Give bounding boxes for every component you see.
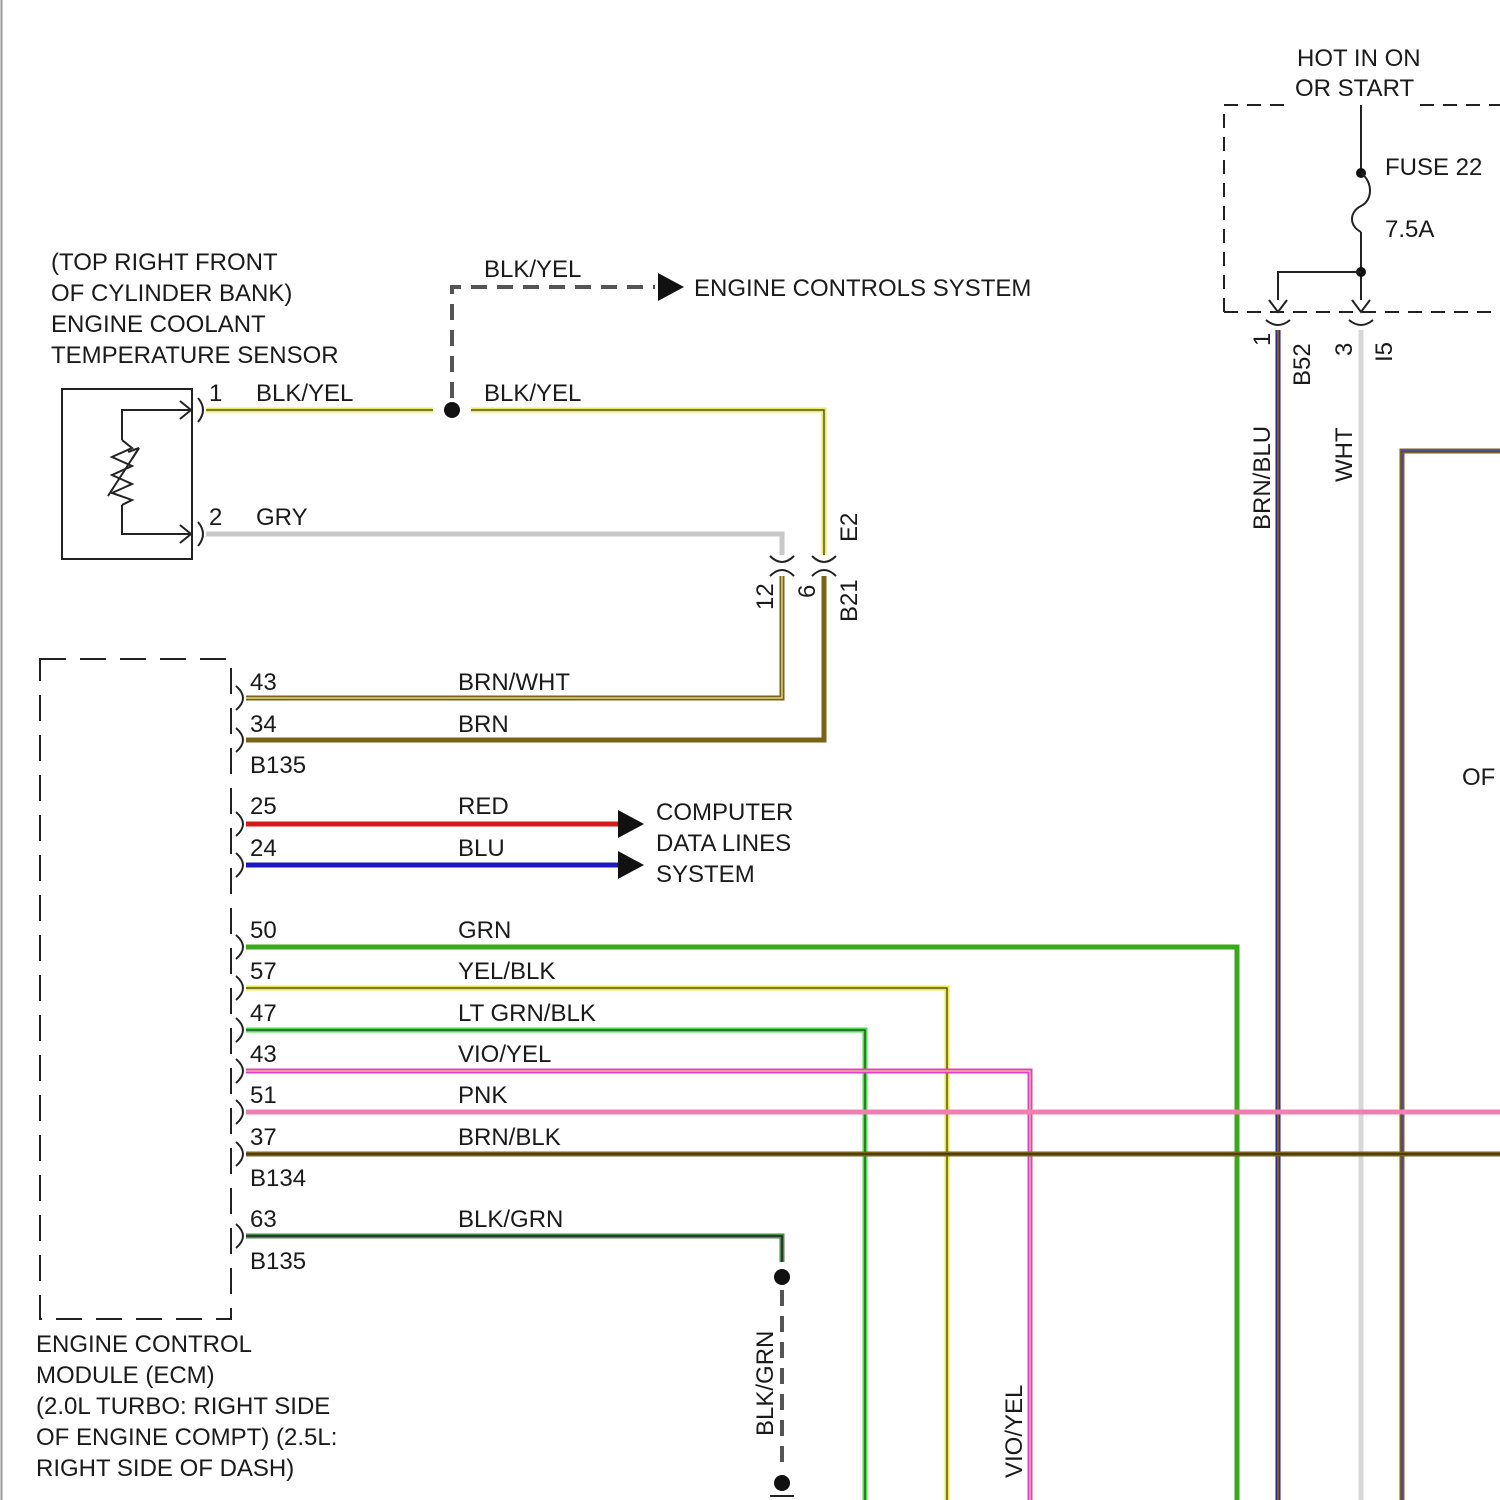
connector-b21 [770,556,836,576]
wire-label-red: RED [458,793,509,820]
i5-connector-label: I5 [1371,342,1398,362]
ecm-pin-57: 57 [250,958,277,985]
sensor-pin1-label: 1 [209,380,222,407]
data-lines-destination-line3: SYSTEM [656,861,755,888]
wire-yel-blk [246,988,947,1500]
wire-vio-yel [246,1071,1030,1500]
wire-label-blk-yel-branch: BLK/YEL [484,256,581,283]
sensor-label-line1: (TOP RIGHT FRONT [51,249,278,276]
fuse-name-label: FUSE 22 [1385,154,1482,181]
ecm-pin-arcs [236,686,243,1248]
ecm-pin-25: 25 [250,793,277,820]
sensor-label-line4: TEMPERATURE SENSOR [51,342,339,369]
splice-dot-blk-grn [774,1269,790,1285]
ecm-pin-43b: 43 [250,1041,277,1068]
ecm-pin-37: 37 [250,1124,277,1151]
ecm-pin-34: 34 [250,711,277,738]
sensor-label-line2: OF CYLINDER BANK) [51,280,292,307]
engine-controls-arrow-icon [658,273,684,301]
wire-label-blk-yel-main: BLK/YEL [484,380,581,407]
ecm-pin-63: 63 [250,1206,277,1233]
wire-label-blk-yel-sensor: BLK/YEL [256,380,353,407]
wire-label-brn-wht: BRN/WHT [458,669,570,696]
wire-gry [206,534,782,555]
wht-vertical-label: WHT [1331,427,1358,482]
hot-label-line1: HOT IN ON [1297,45,1421,72]
sensor-pin2-label: 2 [209,504,222,531]
vio-yel-vertical-label: VIO/YEL [1001,1385,1028,1478]
data-lines-arrow-red-icon [618,810,644,838]
splice-dot-blk-grn-bottom [774,1475,790,1491]
e2-connector-label: E2 [836,513,863,542]
b52-pin-label: 1 [1249,333,1276,346]
fuse-box [1224,105,1500,325]
ecm-label-line2: MODULE (ECM) [36,1362,215,1389]
wire-label-pnk: PNK [458,1082,507,1109]
ecm-pin-47: 47 [250,1000,277,1027]
data-lines-destination-line1: COMPUTER [656,799,793,826]
ecm-connector-b135-top: B135 [250,752,306,779]
blk-grn-vertical-label: BLK/GRN [752,1331,779,1436]
wire-label-grn: GRN [458,917,511,944]
off-page-label: OF [1462,764,1495,791]
sensor-label-line3: ENGINE COOLANT [51,311,266,338]
splice-dot [444,402,460,418]
ecm-label-line1: ENGINE CONTROL [36,1331,252,1358]
b21-pin-6-label: 6 [794,585,821,598]
i5-pin-label: 3 [1331,343,1358,356]
wire-label-vio-yel: VIO/YEL [458,1041,551,1068]
ecm-pin-43a: 43 [250,669,277,696]
ecm-pin-51: 51 [250,1082,277,1109]
wire-label-yel-blk: YEL/BLK [458,958,555,985]
wire-label-lt-grn-blk: LT GRN/BLK [458,1000,596,1027]
off-page-component-box [1402,451,1500,1500]
ecm-module-box [40,659,231,1319]
ecm-label-line4: OF ENGINE COMPT) (2.5L: [36,1424,337,1451]
ecm-label-line5: RIGHT SIDE OF DASH) [36,1455,294,1482]
wire-label-brn: BRN [458,711,509,738]
fuse-rating-label: 7.5A [1385,216,1434,243]
b21-connector-label: B21 [836,579,863,622]
wire-label-blu: BLU [458,835,505,862]
ecm-pin-50: 50 [250,917,277,944]
data-lines-arrow-blu-icon [618,851,644,879]
b52-connector-label: B52 [1289,343,1316,386]
wire-label-brn-blk: BRN/BLK [458,1124,561,1151]
ecm-connector-b134: B134 [250,1165,306,1192]
coolant-temperature-sensor [62,389,203,559]
ecm-pin-24: 24 [250,835,277,862]
wire-label-gry: GRY [256,504,308,531]
ecm-label-line3: (2.0L TURBO: RIGHT SIDE [36,1393,330,1420]
brn-blu-vertical-label: BRN/BLU [1249,426,1276,530]
hot-label-line2: OR START [1295,75,1414,102]
data-lines-destination-line2: DATA LINES [656,830,791,857]
wire-brn [246,576,824,740]
wire-label-blk-grn: BLK/GRN [458,1206,563,1233]
wire-blk-grn [246,1236,782,1262]
ecm-connector-b135-bottom: B135 [250,1248,306,1275]
engine-controls-destination: ENGINE CONTROLS SYSTEM [694,275,1031,302]
b21-pin-12-label: 12 [752,583,779,610]
